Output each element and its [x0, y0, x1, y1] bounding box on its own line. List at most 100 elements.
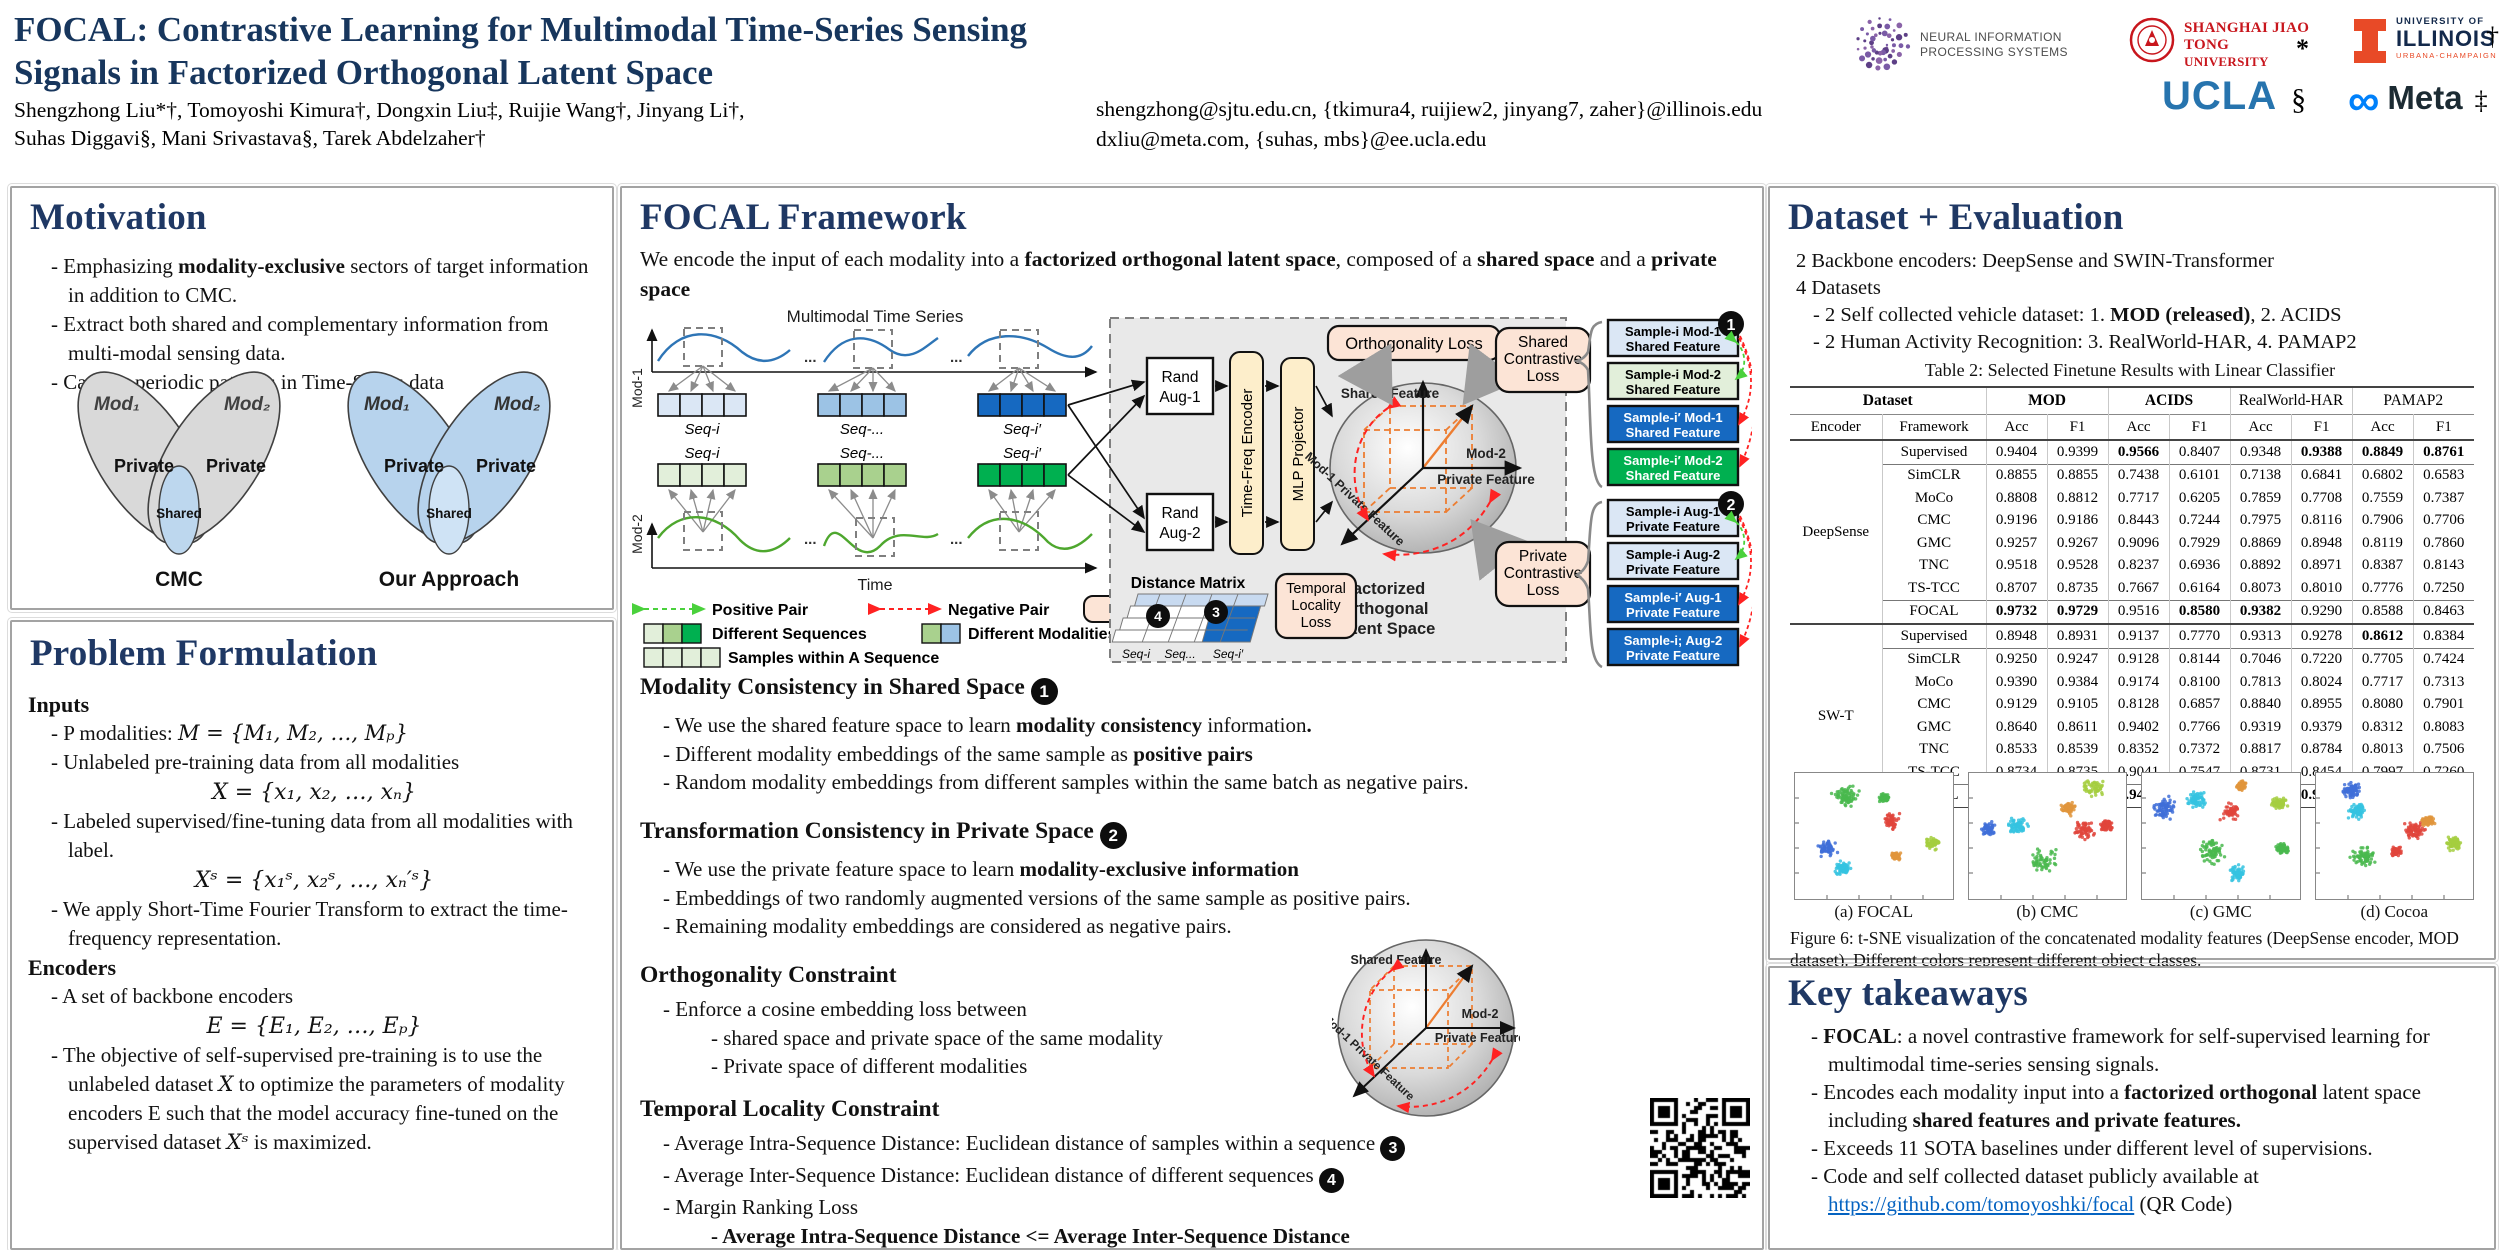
svg-text:Private Feature: Private Feature: [1435, 1031, 1520, 1045]
circled-number-badge: 4: [1318, 1168, 1344, 1193]
text-segment: - The objective of self-supervised pre-t…: [51, 1043, 543, 1096]
text-segment: We encode the input of each modality int…: [640, 247, 1025, 271]
table-value-cell: 0.7901: [2423, 696, 2465, 713]
svg-text:...: ...: [950, 531, 963, 548]
section-heading: Orthogonality Constraint: [640, 962, 897, 988]
qr-code: [1650, 1098, 1750, 1198]
svg-text:Contrastive: Contrastive: [1504, 565, 1582, 582]
ucla-logo: UCLA §: [2162, 74, 2342, 120]
table-framework-cell: Supervised: [1882, 623, 1987, 648]
emails-block: shengzhong@sjtu.edu.cn, {tkimura4, ruiji…: [1096, 94, 1856, 154]
table-value-cell: 0.8384: [2413, 623, 2475, 648]
table-value-cell: 0.6802: [2352, 463, 2414, 487]
svg-text:4: 4: [1154, 608, 1162, 624]
text-line: - P modalities: M = {M₁, M₂, …, Mₚ}: [28, 719, 600, 748]
github-link[interactable]: https://github.com/tomoyoshki/focal: [1828, 1192, 2135, 1216]
illinois-logo: UNIVERSITY OF ILLINOIS URBANA-CHAMPAIGN …: [2352, 10, 2500, 74]
table-value-cell: 0.8812: [2047, 487, 2109, 510]
table-framework-cell: SimCLR: [1882, 463, 1987, 487]
table-value-cell: 0.8849: [2352, 440, 2414, 464]
table-col-group: Dataset: [1790, 386, 1987, 415]
table-value-cell: 0.8024: [2291, 671, 2353, 694]
svg-text:Loss: Loss: [1527, 582, 1560, 599]
table-value-cell: 0.7220: [2291, 647, 2353, 671]
table-value-cell: 0.6857: [2169, 693, 2231, 716]
svg-text:Sample-i′ Aug-1: Sample-i′ Aug-1: [1624, 590, 1721, 605]
svg-text:Private Feature: Private Feature: [1626, 648, 1720, 663]
text-segment: E = {E₁, E₂, …, Eₚ}: [206, 1014, 422, 1039]
text-segment: modality-exclusive: [178, 254, 345, 278]
table-value-cell: 0.8128: [2108, 693, 2170, 716]
table-sub-header: Acc: [2230, 414, 2292, 441]
text-line: X = {x₁, x₂, …, xₙ}: [28, 777, 600, 807]
tsne-plot: [2141, 772, 2301, 900]
problem-lines: Inputs- P modalities: M = {M₁, M₂, …, Mₚ…: [28, 690, 600, 1157]
sjtu-text-1: SHANGHAI JIAO TONG: [2184, 20, 2310, 53]
svg-text:Shared Feature: Shared Feature: [1626, 425, 1721, 440]
table-value-cell: 0.9247: [2047, 647, 2109, 671]
text-segment: - Exceeds 11 SOTA baselines under differ…: [1811, 1136, 2373, 1160]
table-value-cell: 0.9290: [2291, 599, 2353, 624]
text-segment: (QR Code): [2134, 1192, 2233, 1216]
svg-text:Mod-1: Mod-1: [629, 368, 645, 408]
svg-text:Private: Private: [114, 456, 174, 476]
badge-1: 1: [1030, 678, 1058, 705]
meta-affiliation-marker: ‡: [2474, 86, 2488, 115]
tsne-labels: (a) FOCAL(b) CMC(c) GMC(d) Cocoa: [1794, 902, 2474, 922]
text-segment: - Emphasizing: [51, 254, 179, 278]
text-segment: positive pairs: [1133, 741, 1253, 766]
problem-title: Problem Formulation: [30, 633, 378, 674]
text-segment: to optimize the parameters of modality e…: [68, 1072, 565, 1154]
ucla-affiliation-marker: §: [2291, 83, 2307, 116]
emails-line-1: shengzhong@sjtu.edu.cn, {tkimura4, ruiji…: [1096, 97, 1763, 121]
table-sub-header: Acc: [2352, 414, 2414, 441]
svg-text:Seq-i′: Seq-i′: [1213, 647, 1244, 661]
table-framework-cell: TS-TCC: [1882, 577, 1987, 600]
table-value-cell: 0.7667: [2108, 577, 2170, 600]
text-line: - shared space and private space of the …: [640, 1024, 1320, 1053]
table-framework-cell: TNC: [1882, 554, 1987, 577]
svg-text:Seq-i′: Seq-i′: [1003, 421, 1042, 438]
svg-text:MLP Projector: MLP Projector: [1290, 407, 1307, 502]
text-segment: M = {M₁, M₂, …, Mₚ}: [177, 721, 408, 745]
table-value-cell: 0.7929: [2169, 532, 2231, 555]
table-framework-cell: SimCLR: [1882, 647, 1987, 671]
table-value-cell: 0.7860: [2423, 534, 2465, 551]
text-line: Xˢ = {x₁ˢ, x₂ˢ, …, xₙ′ˢ}: [28, 865, 600, 895]
text-line: - Enforce a cosine embedding loss betwee…: [640, 995, 1320, 1024]
framework-diagram: Multimodal Time Series Mod-1 ... ... Seq…: [629, 307, 1752, 668]
table-value-cell: 0.8100: [2169, 671, 2231, 694]
venn-diagrams: Mod₁ Mod₂ Private Private Shared CMC Mod…: [77, 371, 551, 591]
text-line: 4 Datasets: [1790, 275, 2484, 302]
text-line: Encoders: [28, 953, 600, 982]
figure-caption: Figure 6: t-SNE visualization of the con…: [1790, 928, 2459, 970]
text-line: - Private space of different modalities: [640, 1052, 1320, 1081]
text-segment: : a novel contrastive framework for self…: [1828, 1024, 2430, 1076]
table-framework-cell: CMC: [1882, 509, 1987, 532]
table-value-cell: 0.9267: [2047, 532, 2109, 555]
text-segment: - Private space of different modalities: [711, 1054, 1028, 1078]
motivation-title: Motivation: [30, 197, 207, 238]
text-segment: and a: [1594, 247, 1652, 271]
text-segment: factorized orthogonal: [2124, 1080, 2318, 1104]
table-value-cell: 0.9129: [1986, 693, 2048, 716]
table-value-cell: 0.9404: [1986, 440, 2048, 464]
svg-text:Rand: Rand: [1161, 369, 1198, 386]
svg-text:Shared: Shared: [156, 506, 202, 521]
text-segment: - Average Intra-Sequence Distance <= Ave…: [711, 1223, 1350, 1248]
neurips-logo: NEURAL INFORMATION PROCESSING SYSTEMS: [1848, 10, 2078, 84]
text-segment: modality-exclusive information: [1019, 857, 1299, 881]
table-value-cell: 0.9384: [2047, 671, 2109, 694]
svg-text:Rand: Rand: [1161, 505, 1198, 522]
text-segment: - P modalities:: [51, 721, 178, 745]
svg-text:Seq-i: Seq-i: [1122, 647, 1150, 661]
badge-2: 2: [1099, 822, 1127, 849]
table-value-cell: 0.9186: [2047, 509, 2109, 532]
text-segment: - Margin Ranking Loss: [663, 1195, 859, 1219]
svg-text:Private Feature: Private Feature: [1437, 472, 1535, 487]
svg-text:Seq...: Seq...: [1164, 647, 1195, 661]
tsne-panel-label: (a) FOCAL: [1834, 902, 1914, 921]
table-framework-cell: FOCAL: [1882, 599, 1987, 624]
svg-text:Positive Pair: Positive Pair: [712, 602, 808, 619]
table-value-cell: 0.8463: [2413, 599, 2475, 624]
